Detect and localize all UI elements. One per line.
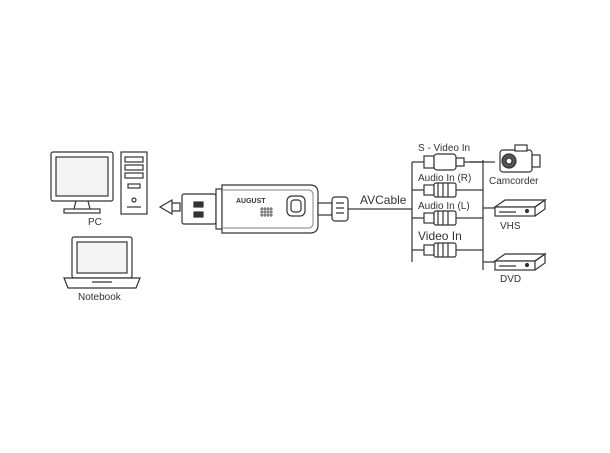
pc-tower-icon — [120, 151, 148, 215]
svideo-in-label: S - Video In — [418, 143, 471, 154]
notebook-label: Notebook — [78, 292, 121, 303]
audio-in-l-label: Audio In (L) — [418, 201, 470, 212]
camcorder-label: Camcorder — [489, 176, 539, 187]
video-in-label: Video In — [418, 229, 462, 243]
av-cable-label: AVCable — [360, 193, 407, 207]
capture-device-icon — [221, 184, 319, 234]
audio-l-plug-icon — [423, 210, 470, 226]
notebook-icon — [63, 236, 141, 289]
svideo-plug-icon — [423, 153, 483, 171]
vhs-label: VHS — [500, 221, 521, 232]
cable-split-bracket — [411, 161, 424, 262]
device-bracket — [470, 160, 495, 270]
dvd-player-icon — [493, 252, 547, 271]
video-plug-icon — [423, 242, 470, 258]
device-brand-label: AUGUST — [236, 198, 266, 205]
audio-in-r-label: Audio In (R) — [418, 173, 472, 184]
vhs-player-icon — [493, 198, 547, 217]
camcorder-icon — [499, 144, 541, 173]
av-cable-connector-icon — [317, 196, 412, 222]
pc-label: PC — [88, 217, 102, 228]
audio-r-plug-icon — [423, 182, 470, 198]
pc-monitor-icon — [50, 151, 114, 214]
arrow-left-icon — [158, 198, 181, 216]
dvd-label: DVD — [500, 274, 522, 285]
usb-plug-icon — [181, 188, 223, 230]
